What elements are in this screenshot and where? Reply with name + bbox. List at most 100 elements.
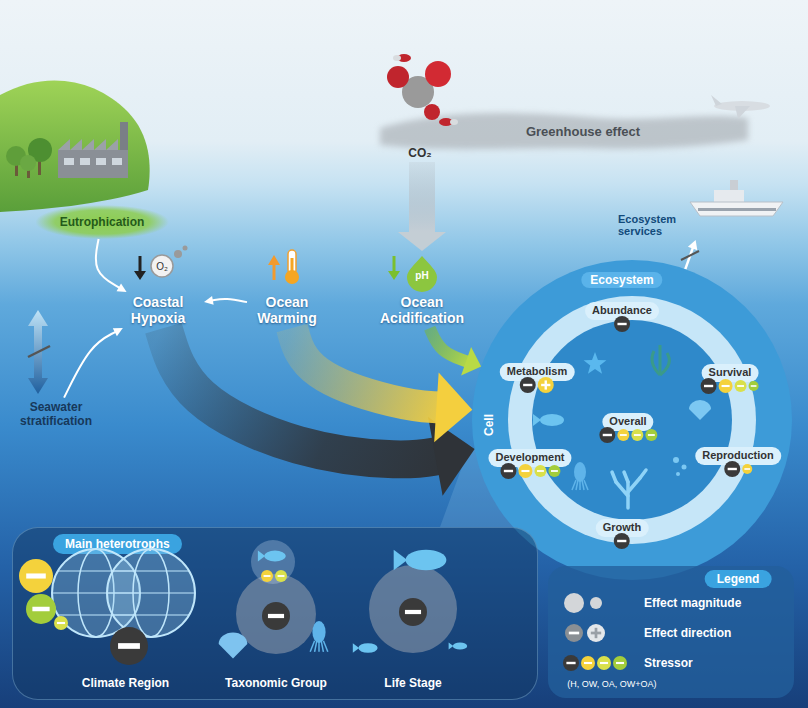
node-text: Coastal Hypoxia (114, 294, 202, 326)
fish-icon (406, 550, 447, 570)
thermometer-icon (268, 250, 299, 284)
effect-marker (738, 385, 745, 387)
legend-row: Stressor (560, 652, 693, 674)
ship-icon (690, 180, 783, 216)
coral-icon (640, 470, 646, 478)
fish-icon (449, 642, 468, 649)
fish-icon (258, 551, 286, 562)
fish-icon (540, 414, 564, 426)
effect-marker (399, 598, 427, 626)
squid-icon (576, 480, 578, 490)
stressor-markers (613, 532, 631, 550)
stressor-arrow (64, 332, 116, 398)
oxygen-decrease (151, 255, 173, 277)
squid-icon (579, 480, 581, 490)
node-text: Cell (482, 414, 496, 436)
effect-marker (54, 616, 68, 630)
stressor-arrow (204, 296, 247, 305)
effect-marker (614, 533, 630, 549)
node-text: Ecosystem (581, 272, 662, 288)
co2-molecule (393, 55, 401, 61)
ph-drop (388, 256, 437, 292)
squid-icon (310, 621, 328, 652)
factory (112, 158, 122, 165)
effect-marker (631, 429, 643, 441)
legend-tab: Legend (705, 570, 772, 588)
stressor-markers (700, 377, 760, 395)
coral-icon (624, 472, 628, 482)
effect-marker (399, 598, 427, 626)
co2-molecule (387, 54, 458, 126)
effect-marker (19, 559, 53, 593)
effect-marker (26, 594, 56, 624)
node-text: Life Stage (338, 676, 488, 690)
effect-marker (735, 380, 747, 392)
shell-icon (219, 632, 248, 658)
stressor-box: Eutrophication (36, 205, 169, 239)
co2-molecule (424, 104, 440, 120)
effect-marker (645, 429, 657, 441)
coral-icon (612, 472, 616, 482)
ring-drawing (532, 320, 732, 520)
effect-marker (565, 624, 583, 642)
legend-text: Effect direction (644, 626, 731, 640)
effect-pill: Abundance (585, 302, 659, 320)
effect-marker (19, 559, 53, 593)
ship-icon (690, 202, 783, 216)
stressor-arrow (688, 240, 697, 250)
effect-marker (32, 607, 49, 612)
effect-marker (727, 468, 736, 470)
effect-marker (57, 622, 65, 624)
stressor-arrow (292, 328, 472, 442)
squid-icon (582, 480, 584, 490)
coral-icon (612, 470, 646, 508)
seaweed-icon (652, 345, 669, 375)
node-text: Growth (603, 521, 642, 533)
effect-marker (110, 627, 148, 665)
globe-icon (113, 614, 189, 615)
effect-marker (749, 381, 759, 391)
stressor-arrow (163, 328, 474, 496)
effect-marker (261, 570, 273, 582)
effect-marker (548, 465, 560, 477)
airplane (711, 95, 770, 119)
effect-marker (54, 616, 68, 630)
effect-marker (613, 656, 627, 670)
node-text: Climate Region (18, 676, 233, 690)
effect-marker (551, 470, 558, 472)
effect-marker (631, 429, 643, 441)
coast-land (0, 80, 150, 212)
life-drawing (338, 536, 488, 696)
effect-pill: Growth (596, 519, 649, 537)
legend-row: Effect direction (560, 622, 731, 644)
heterotroph-panel: Main heterotrophsClimate RegionTaxonomic… (12, 527, 538, 700)
effect-marker (523, 384, 532, 386)
effect-marker (751, 385, 757, 387)
squid-icon (312, 621, 325, 643)
stressor-box: Ocean Acidification (366, 292, 478, 328)
squid-icon (315, 641, 317, 652)
legend-sample (590, 597, 602, 609)
seaweed-icon (659, 345, 662, 375)
effect-marker (616, 662, 624, 664)
fish-icon (358, 643, 377, 653)
life-drawing (369, 565, 457, 653)
effect-marker (261, 570, 273, 582)
effect-marker (518, 464, 532, 478)
effect-marker (548, 465, 560, 477)
effect-marker (26, 573, 46, 578)
effect-marker (26, 594, 56, 624)
ship-icon (698, 208, 776, 211)
stressor-arrow (163, 328, 439, 459)
effect-marker (584, 662, 592, 664)
stressor-box: Seawater stratification (8, 398, 104, 431)
ph-drop (407, 256, 437, 292)
globe-icon (107, 592, 195, 593)
factory (58, 150, 128, 178)
effect-marker (595, 628, 598, 638)
squid-icon (572, 480, 576, 490)
stressor-markers (519, 376, 555, 394)
squid-icon (310, 641, 314, 652)
effect-marker (617, 429, 629, 441)
